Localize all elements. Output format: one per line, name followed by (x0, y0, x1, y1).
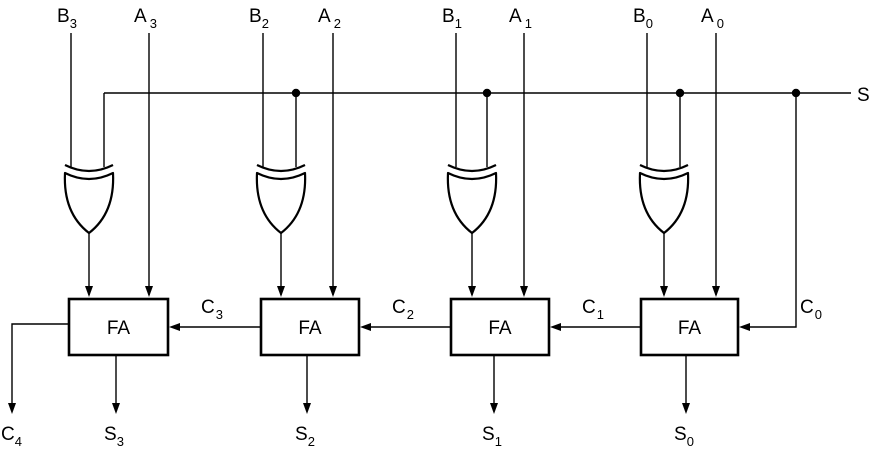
stage-0-a-label-sub: 0 (717, 16, 724, 31)
stage-3-carry-in-label-main: C (201, 297, 215, 318)
stage-1-carry-in-arrow (550, 323, 561, 331)
stage-2-b-label: B2 (249, 6, 269, 31)
stage-1-sum-label-sub: 1 (495, 434, 502, 449)
stage-0-sum-label: S0 (674, 424, 694, 449)
stage-0-xor-output-arrow (660, 286, 668, 297)
stage-1-b-label-main: B (442, 6, 455, 27)
stage-1-a-arrow (520, 286, 528, 297)
carry-out-label-sub: 4 (15, 434, 22, 449)
stage-0-a-arrow (712, 286, 720, 297)
stage-0-xor-back-curve (639, 164, 689, 173)
stage-2-a-arrow (329, 286, 337, 297)
stage-2-xor-output-arrow (277, 286, 285, 297)
stage-1-a-label-sub: 1 (525, 16, 532, 31)
stage-2-a-label-sub: 2 (334, 16, 341, 31)
stage-0-carry-in-label-sub: 0 (815, 307, 822, 322)
stage-1-sum-label: S1 (482, 424, 502, 449)
stage-3-a-arrow (145, 286, 153, 297)
stage-1-b-label: B1 (442, 6, 462, 31)
stage-3-sum-label-sub: 3 (117, 434, 124, 449)
stage-1-b-label-sub: 1 (455, 16, 462, 31)
stage-2-sum-label-sub: 2 (308, 434, 315, 449)
stage-0-sum-arrow (682, 403, 690, 414)
stage-3-carry-in-label: C3 (201, 297, 223, 322)
stage-2-a-label-main: A (318, 6, 331, 27)
stage-0-full-adder-box (639, 297, 740, 357)
stage-2-sum-label: S2 (295, 424, 315, 449)
stage-1-xor-output-arrow (468, 286, 476, 297)
stage-2-full-adder-box (259, 297, 361, 357)
stage-3-sum-label: S3 (104, 424, 124, 449)
stage-1-full-adder-label: FA (488, 318, 512, 339)
stage-1-carry-in-label: C1 (582, 297, 604, 322)
stage-0-b-label: B0 (633, 6, 653, 31)
stage-2-xor-gate (255, 171, 307, 235)
stage-3-xor-back-curve (64, 164, 114, 173)
stage-2-b-label-main: B (249, 6, 262, 27)
stage-3-b-label-main: B (57, 6, 70, 27)
stage-3-full-adder-box (67, 297, 170, 357)
stage-3-xor-gate (63, 171, 115, 235)
stage-3-xor-output-arrow (85, 286, 93, 297)
carry-out-label-main: C (1, 424, 15, 445)
select-label: S (857, 85, 870, 106)
stage-0-sum-label-sub: 0 (687, 434, 694, 449)
stage-3-b-label-sub: 3 (70, 16, 77, 31)
stage-1-xor-gate (446, 171, 498, 235)
wires (8, 33, 851, 414)
stage-0-b-label-main: B (633, 6, 646, 27)
stage-0-b-label-sub: 0 (646, 16, 653, 31)
stage-0-full-adder-label: FA (678, 318, 702, 339)
full-adders (67, 297, 740, 357)
stage-1-xor-back-curve (447, 164, 497, 173)
carry-out-wire (11, 323, 69, 410)
stage-2-sum-arrow (303, 403, 311, 414)
stage-1-carry-in-label-main: C (582, 297, 596, 318)
stage-0-carry-in-label: C0 (800, 297, 822, 322)
stage-3-a-label-sub: 3 (150, 16, 157, 31)
stage-0-carry-in-arrow (739, 323, 750, 331)
stage-2-sum-label-main: S (295, 424, 308, 445)
stage-2-carry-in-label: C2 (392, 297, 414, 322)
stage-2-carry-in-arrow (360, 323, 371, 331)
carry-out-arrow (8, 403, 16, 414)
stage-3-full-adder-label: FA (107, 318, 131, 339)
stage-0-sum-label-main: S (674, 424, 687, 445)
stage-2-b-label-sub: 2 (262, 16, 269, 31)
stage-0-xor-gate (638, 171, 690, 235)
stage-2-xor-back-curve (256, 164, 306, 173)
stage-1-carry-in-label-sub: 1 (597, 307, 604, 322)
xor-gates (63, 164, 690, 235)
stage-1-sum-label-main: S (482, 424, 495, 445)
stage-0-a-label-main: A (701, 6, 714, 27)
stage-1-sum-arrow (490, 403, 498, 414)
stage-2-full-adder-label: FA (298, 318, 322, 339)
stage-2-carry-in-label-main: C (392, 297, 406, 318)
stage-1-full-adder-box (449, 297, 551, 357)
stage-3-carry-in-arrow (169, 323, 180, 331)
stage-0-carry-in-label-main: C (800, 297, 814, 318)
stage-3-carry-in-label-sub: 3 (216, 307, 223, 322)
stage-0-carry-in-wire (749, 93, 797, 328)
stage-3-sum-label-main: S (104, 424, 117, 445)
stage-3-sum-arrow (112, 403, 120, 414)
stage-1-a-label-main: A (509, 6, 522, 27)
carry-out-label: C4 (1, 424, 22, 449)
stage-3-b-label: B3 (57, 6, 77, 31)
stage-2-carry-in-label-sub: 2 (407, 307, 414, 322)
stage-3-a-label-main: A (134, 6, 147, 27)
